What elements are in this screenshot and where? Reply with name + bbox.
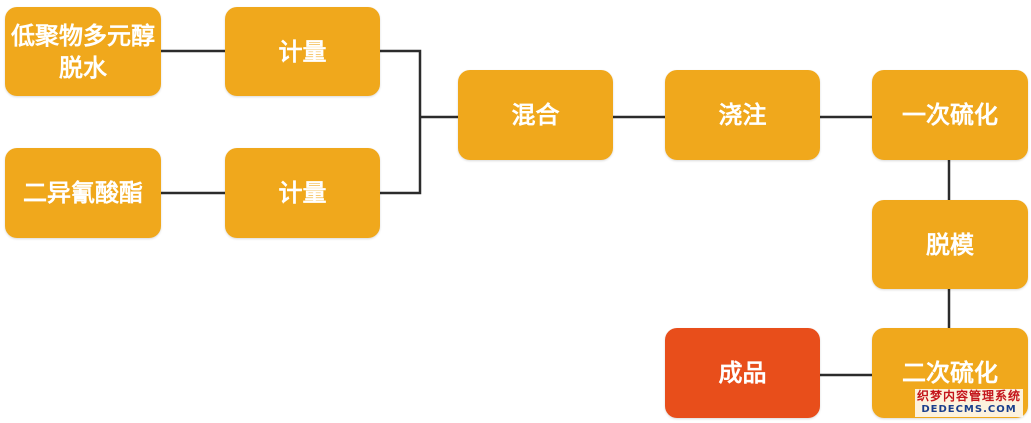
node-mixing: 混合 — [458, 70, 613, 160]
watermark-domain: DEDECMS.COM — [914, 403, 1023, 417]
node-diisocyanate: 二异氰酸酯 — [5, 148, 161, 238]
connector-meter1-to-junction — [379, 49, 422, 117]
node-primary-cure: 一次硫化 — [872, 70, 1028, 160]
node-meter-2: 计量 — [225, 148, 380, 238]
node-oligomer-polyol-dehydration: 低聚物多元醇脱水 — [5, 7, 161, 96]
node-demold: 脱模 — [872, 200, 1028, 289]
node-product: 成品 — [665, 328, 820, 418]
node-meter-1: 计量 — [225, 7, 380, 96]
watermark-name: 织梦内容管理系统 — [914, 389, 1023, 403]
connector-meter2-to-junction — [379, 117, 422, 195]
node-pouring: 浇注 — [665, 70, 820, 160]
watermark: 织梦内容管理系统 DEDECMS.COM — [914, 389, 1023, 417]
